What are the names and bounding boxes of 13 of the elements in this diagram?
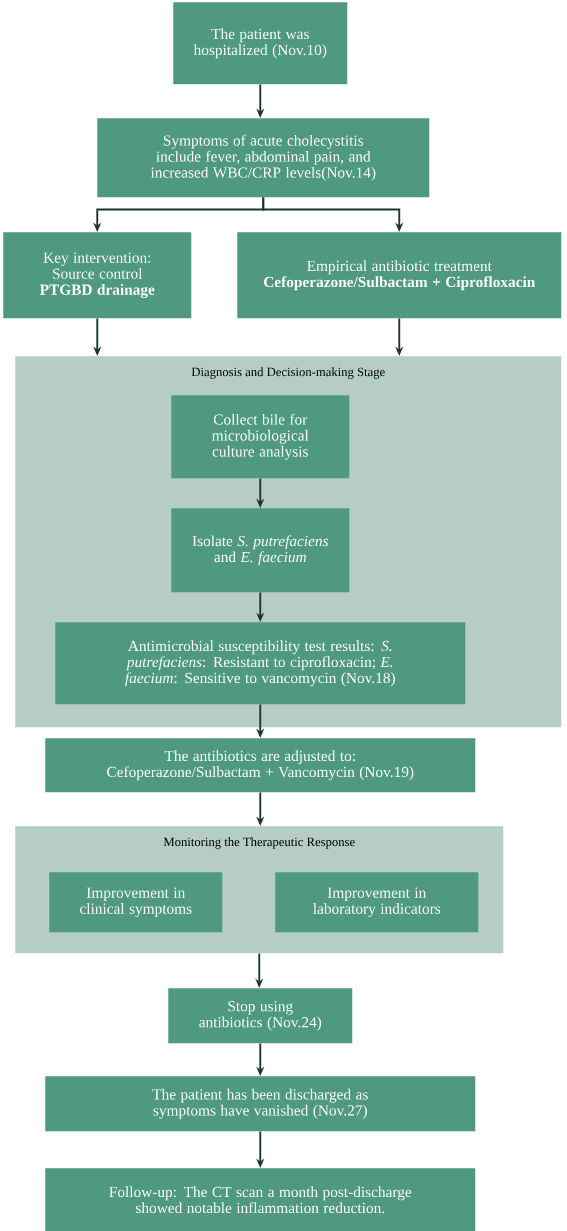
process-box: Key intervention: Source control PTGBD drainage: [3, 232, 192, 319]
process-box: The antibiotics are adjusted to: Cefoperazone/Sulbactam + Vancomycin (Nov.19): [45, 738, 476, 793]
process-box: Improvement in laboratory indicators: [275, 872, 479, 933]
process-box: Follow-up: The CT scan a month post-discharge showed notable inflammation reduction.: [45, 1168, 476, 1231]
process-box: The patient has been discharged as symptoms have vanished (Nov.27): [45, 1076, 476, 1132]
process-box: Antimicrobial susceptibility test results: S. putrefaciens: Resistant to ciprofloxacin; E. faecium: Sensitive to vancomycin (Nov.18): [55, 622, 466, 705]
process-box: Isolate S. putrefaciens and E. faecium: [171, 508, 350, 593]
process-box: Collect bile for microbiological culture analysis: [171, 395, 350, 479]
process-box: Symptoms of acute cholecystitis include fever, abdominal pain, and increased WBC/CRP levels(Nov.14): [97, 118, 430, 198]
process-box: Improvement in clinical symptoms: [49, 872, 223, 933]
process-box: Stop using antibiotics (Nov.24): [168, 988, 353, 1044]
process-box: The patient was hospitalized (Nov.10): [173, 2, 348, 85]
process-box: Empirical antibiotic treatment Cefoperazone/Sulbactam + Ciprofloxacin: [237, 232, 562, 319]
